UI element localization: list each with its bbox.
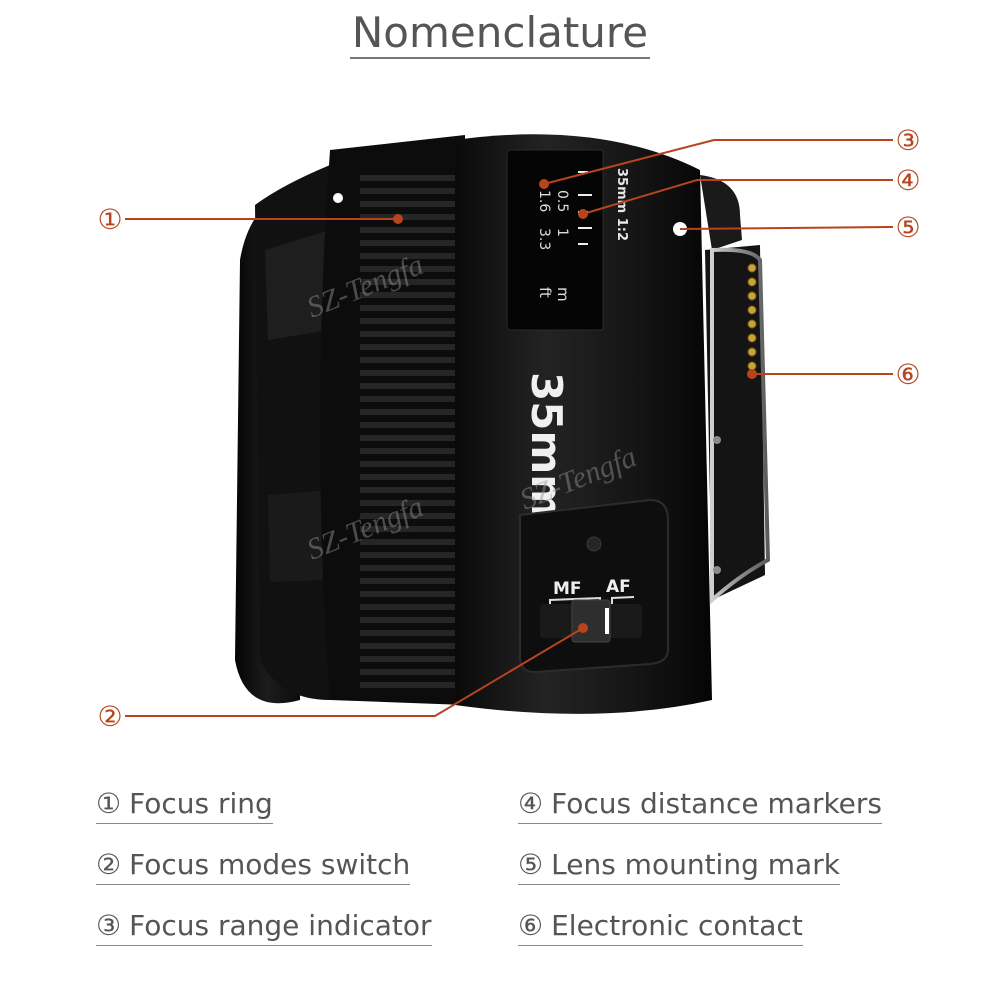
switch-mf-label: MF — [553, 579, 582, 599]
callout-number-4: ④ — [895, 164, 920, 197]
electronic-contacts — [747, 263, 757, 371]
aperture-label: 35mm 1:2 — [614, 168, 629, 241]
callout-dot-4 — [578, 209, 588, 219]
m-scale-1: 1 — [554, 228, 570, 237]
m-label: m — [554, 287, 572, 302]
callout-line-4 — [582, 179, 893, 215]
callout-dot-1 — [393, 214, 403, 224]
callouts: ① ② ③ ④ ⑤ ⑥ — [97, 124, 920, 733]
page-title: Nomenclature — [349, 8, 651, 59]
callout-dot-6 — [747, 369, 757, 379]
ft-scale-1: 3.3 — [536, 228, 552, 250]
ft-label: ft — [536, 287, 554, 298]
callout-number-3: ③ — [895, 124, 920, 157]
callout-line-2 — [125, 627, 584, 717]
m-scale-2: 0.5 — [554, 190, 570, 212]
lens-front-hood — [235, 165, 330, 704]
lens-mount — [700, 175, 771, 605]
focal-length-label: 35mm — [522, 372, 571, 518]
focus-ring[interactable] — [320, 135, 465, 705]
callout-number-2: ② — [97, 700, 122, 733]
callout-line-3 — [543, 139, 893, 185]
switch-af-label: AF — [606, 577, 631, 597]
lens-body: ft m 3.3 1.6 1 0.5 35mm 1:2 35mm MF AF — [455, 134, 712, 714]
callout-number-5: ⑤ — [895, 211, 920, 244]
ft-scale-2: 1.6 — [536, 190, 552, 212]
callout-number-6: ⑥ — [895, 358, 920, 391]
callout-dot-3 — [539, 179, 549, 189]
focus-mode-switch-knob[interactable] — [571, 599, 611, 643]
callout-dot-2 — [578, 623, 588, 633]
callout-line-5 — [679, 226, 894, 230]
callout-number-1: ① — [97, 203, 122, 236]
